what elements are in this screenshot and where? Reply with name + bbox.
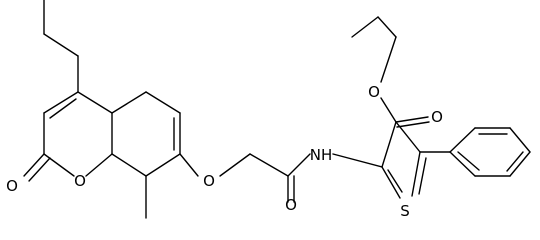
atom-label-o-ring: O xyxy=(74,172,86,190)
bond xyxy=(449,127,476,153)
bond xyxy=(395,121,421,153)
bond xyxy=(411,151,421,197)
bond xyxy=(43,91,79,114)
bond xyxy=(381,121,397,168)
bond xyxy=(145,153,181,177)
bond xyxy=(249,153,289,177)
thiophene-ring xyxy=(381,121,427,199)
atom-label-o-amide: O xyxy=(285,196,297,214)
bond xyxy=(179,153,199,177)
bond xyxy=(332,153,383,168)
atom-label-o-ether: O xyxy=(203,172,215,190)
atom-label-o-ester: O xyxy=(368,83,380,101)
atom-label-s: S xyxy=(400,202,410,220)
bond xyxy=(111,153,147,177)
atom-label-o-carbonyl: O xyxy=(6,177,18,195)
bond xyxy=(49,98,77,119)
bond xyxy=(381,166,401,199)
bond xyxy=(418,157,427,195)
bond xyxy=(77,91,113,114)
bond xyxy=(145,91,181,114)
coumarin-core xyxy=(23,0,199,219)
chemical-structure-diagram: O O O O NH S O O xyxy=(6,0,531,220)
molecule-drawing: O O O O NH S O O xyxy=(6,0,531,220)
bond xyxy=(380,97,397,123)
atom-labels: O O O O NH S O O xyxy=(6,83,443,220)
bond xyxy=(43,33,79,57)
bond xyxy=(287,153,311,177)
bond xyxy=(351,16,379,38)
bond xyxy=(506,151,524,172)
bond xyxy=(28,157,51,182)
bond xyxy=(396,121,430,128)
bond xyxy=(509,151,531,177)
ethyl-ester-group xyxy=(351,16,430,128)
bond xyxy=(449,151,476,177)
bond xyxy=(219,153,251,177)
bond xyxy=(509,127,531,153)
bond xyxy=(395,116,429,123)
atom-label-o-ester-ketone: O xyxy=(431,108,443,126)
bond xyxy=(85,153,113,177)
bond xyxy=(23,153,45,177)
amide-linker xyxy=(219,153,383,203)
bond xyxy=(43,153,75,177)
bond xyxy=(457,151,480,171)
bond xyxy=(380,36,397,83)
bond xyxy=(111,91,147,114)
atom-label-nh: NH xyxy=(310,146,333,164)
phenyl-ring xyxy=(419,127,531,177)
bond xyxy=(377,16,397,38)
bond xyxy=(387,169,403,193)
